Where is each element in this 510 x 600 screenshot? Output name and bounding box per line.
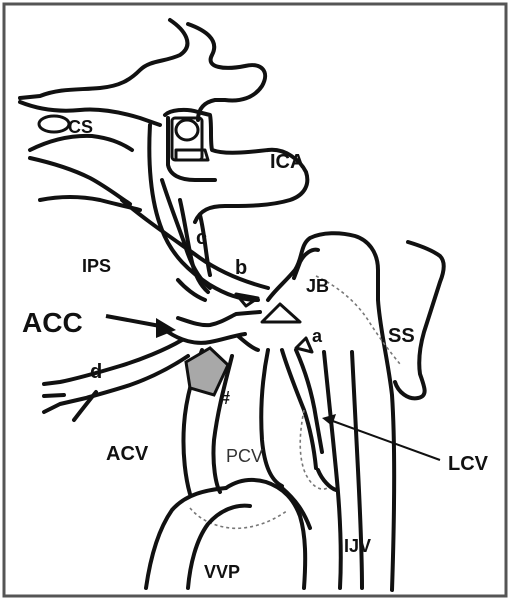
- label-cs: CS: [68, 117, 93, 137]
- label-acv: ACV: [106, 443, 149, 465]
- d-branch: [44, 340, 188, 420]
- label-hash: #: [220, 388, 230, 408]
- sigmoid-sinus: [395, 242, 444, 398]
- acc-arrow: [106, 316, 176, 338]
- label-vvp: VVP: [204, 562, 240, 582]
- label-acc: ACC: [22, 307, 83, 338]
- label-ijv: IJV: [344, 536, 371, 556]
- label-ica: ICA: [270, 151, 304, 173]
- label-b: b: [235, 257, 247, 279]
- label-a: a: [312, 326, 323, 346]
- cavernous-sinus-ellipse: [39, 116, 69, 132]
- pcv-vessel: [261, 350, 322, 486]
- label-jb: JB: [306, 276, 329, 296]
- label-ss: SS: [388, 325, 415, 347]
- label-c: c: [196, 227, 207, 249]
- lcv-pointer: [322, 414, 440, 460]
- label-ips: IPS: [82, 256, 111, 276]
- label-lcv: LCV: [448, 453, 489, 475]
- label-pcv: PCV: [226, 446, 263, 466]
- label-d: d: [90, 361, 102, 383]
- central-confluence: [168, 312, 260, 350]
